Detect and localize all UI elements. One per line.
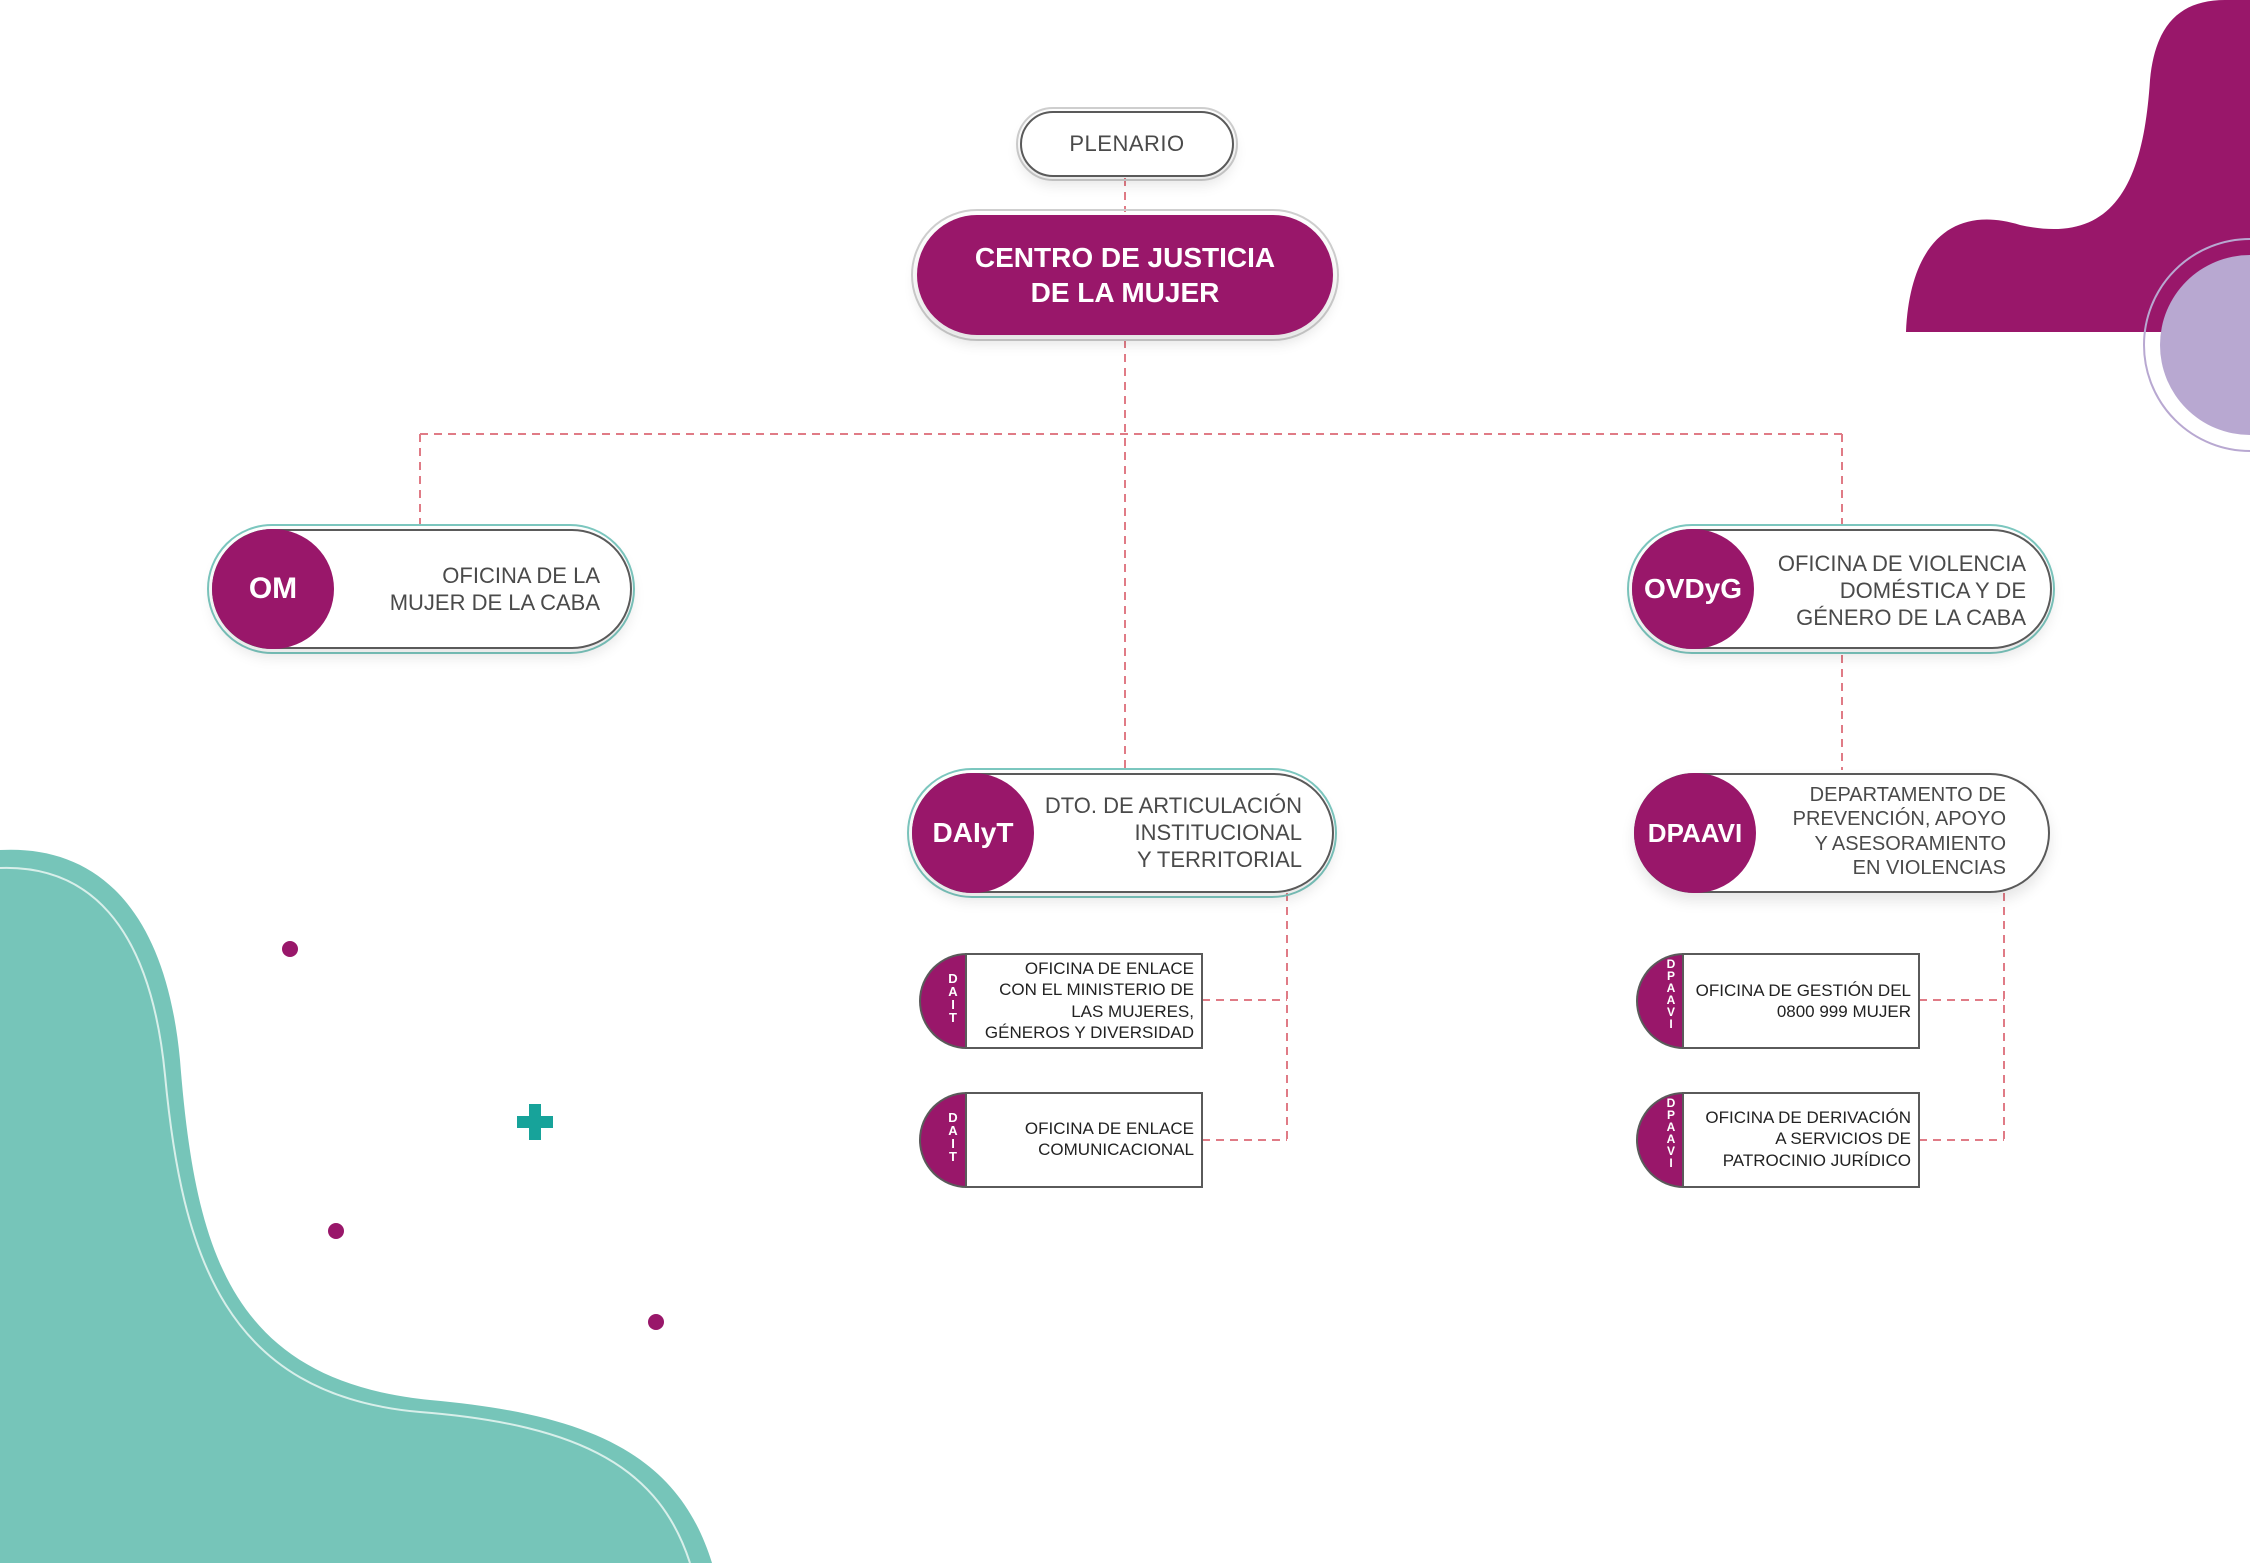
dpaavi-office-1-label: OFICINA DE GESTIÓN DEL 0800 999 MUJER	[1695, 981, 1911, 1022]
plus-icon	[517, 1104, 553, 1140]
plenario-halo	[1016, 107, 1238, 181]
daiyt-label: DTO. DE ARTICULACIÓN INSTITUCIONAL Y TER…	[1044, 793, 1302, 872]
dot-icon	[648, 1314, 664, 1330]
magenta-blob	[1906, 0, 2250, 332]
plenario-node[interactable]: PLENARIO	[1020, 111, 1234, 177]
dpaavi-label: DEPARTAMENTO DE PREVENCIÓN, APOYO Y ASES…	[1792, 784, 2006, 880]
dot-icon	[282, 941, 298, 957]
center-label: CENTRO DE JUSTICIA DE LA MUJER	[974, 242, 1276, 308]
ovdyg-node[interactable]: OVDyG OFICINA DE VIOLENCIA DOMÉSTICA Y D…	[1632, 529, 2052, 649]
dpaavi-office-2-box	[1682, 1092, 1920, 1188]
daiyt-halo	[907, 768, 1337, 898]
lavender-circle	[2160, 255, 2250, 435]
center-node[interactable]: CENTRO DE JUSTICIA DE LA MUJER	[917, 215, 1333, 335]
om-badge: OM	[212, 529, 334, 649]
om-node[interactable]: OM OFICINA DE LA MUJER DE LA CABA	[212, 529, 632, 649]
dait-office-2-box	[965, 1092, 1203, 1188]
teal-blob	[0, 849, 712, 1563]
dot-icon	[328, 1223, 344, 1239]
dait-office-2-label: OFICINA DE ENLACE COMUNICACIONAL	[1024, 1119, 1194, 1160]
dpaavi-badge: DPAAVI	[1634, 773, 1756, 893]
ovdyg-halo	[1627, 524, 2055, 654]
connectors	[419, 178, 2005, 1141]
dait-office-1-box	[965, 953, 1203, 1049]
dpaavi-office-2-label: OFICINA DE DERIVACIÓN A SERVICIOS DE PAT…	[1705, 1108, 1911, 1170]
lavender-ring	[2143, 238, 2250, 452]
ovdyg-label: OFICINA DE VIOLENCIA DOMÉSTICA Y DE GÉNE…	[1777, 551, 2026, 630]
teal-blob-outline	[0, 866, 691, 1563]
plenario-label: PLENARIO	[1069, 131, 1185, 156]
om-halo	[207, 524, 635, 654]
daiyt-node[interactable]: DAIyT DTO. DE ARTICULACIÓN INSTITUCIONAL…	[912, 773, 1334, 893]
center-halo	[911, 209, 1339, 341]
ovdyg-badge: OVDyG	[1632, 529, 1754, 649]
dpaavi-node[interactable]: DPAAVI DEPARTAMENTO DE PREVENCIÓN, APOYO…	[1634, 773, 2050, 893]
daiyt-badge: DAIyT	[912, 773, 1034, 893]
om-label: OFICINA DE LA MUJER DE LA CABA	[389, 563, 600, 615]
dpaavi-office-1-box	[1682, 953, 1920, 1049]
dait-office-1-label: OFICINA DE ENLACE CON EL MINISTERIO DE L…	[984, 959, 1194, 1042]
